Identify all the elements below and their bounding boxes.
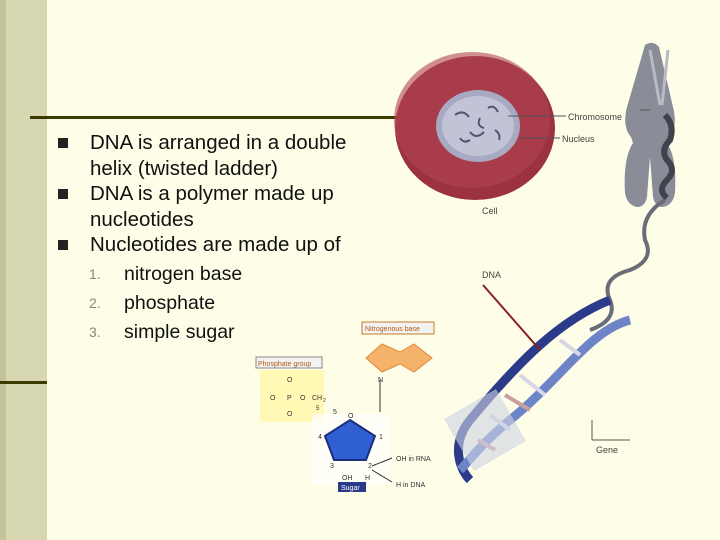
bullet-marker-icon (58, 138, 68, 148)
sublist-number: 1. (89, 265, 101, 282)
sugar-diagram: O OH H 4 1 3 2 5 Sugar OH in RNA H in DN… (312, 409, 431, 492)
svg-text:O: O (270, 395, 276, 402)
sublist-text: simple sugar (124, 320, 235, 343)
numbered-sublist: 1. nitrogen base 2. phosphate 3. simple … (58, 260, 348, 347)
sublist-item: 3. simple sugar (58, 318, 348, 347)
phosphate-group-diagram: Phosphate group O P O O CH 2 O 5 (255, 356, 326, 422)
svg-text:2: 2 (323, 398, 326, 404)
svg-text:O: O (287, 411, 293, 418)
svg-text:5: 5 (333, 409, 337, 416)
cell-label: Cell (482, 206, 498, 216)
sidebar-divider-line (0, 381, 47, 384)
bullet-text: DNA is a polymer made up nucleotides (90, 182, 334, 231)
svg-text:5: 5 (316, 406, 320, 412)
svg-text:O: O (287, 377, 293, 384)
dna-leader-line (482, 284, 541, 351)
sugar-label: Sugar (341, 485, 360, 492)
left-sidebar-accent (0, 0, 6, 540)
sublist-item: 1. nitrogen base (58, 260, 348, 289)
gene-label: Gene (596, 445, 618, 455)
svg-text:H: H (365, 475, 370, 482)
bullet-marker-icon (58, 189, 68, 199)
left-sidebar-band (0, 0, 47, 540)
nucleus-shape (436, 90, 520, 162)
nitrogen-atom-label: N (378, 377, 383, 384)
phosphate-group-label: Phosphate group (258, 361, 311, 368)
svg-text:3: 3 (330, 463, 334, 470)
svg-text:2: 2 (368, 463, 372, 470)
svg-text:1: 1 (379, 434, 383, 441)
nitrogenous-base-diagram: Nitrogenous base N (361, 321, 435, 384)
nucleus-label: Nucleus (562, 134, 595, 144)
cell-body (395, 56, 555, 200)
sublist-text: phosphate (124, 291, 216, 314)
h-in-dna-label: H in DNA (396, 482, 426, 489)
bullet-marker-icon (58, 240, 68, 250)
sublist-item: 2. phosphate (58, 289, 348, 318)
svg-text:OH: OH (342, 475, 353, 482)
svg-text:CH: CH (312, 395, 322, 402)
sublist-number: 3. (89, 323, 101, 340)
bullet-item: Nucleotides are made up of (58, 232, 348, 258)
bullet-item: DNA is a polymer made up nucleotides (58, 181, 348, 232)
oh-in-rna-label: OH in RNA (396, 456, 431, 463)
sublist-text: nitrogen base (124, 262, 243, 285)
bullet-text: DNA is arranged in a double helix (twist… (90, 131, 347, 180)
dna-helix (444, 295, 632, 484)
dna-coil (589, 198, 667, 332)
bullet-list: DNA is arranged in a double helix (twist… (58, 130, 348, 347)
svg-text:P: P (287, 395, 292, 402)
svg-text:4: 4 (318, 434, 322, 441)
sublist-number: 2. (89, 294, 101, 311)
bullet-text: Nucleotides are made up of (90, 233, 341, 256)
svg-text:O: O (300, 395, 306, 402)
chromosome-label: Chromosome (568, 112, 622, 122)
nitrogenous-base-label: Nitrogenous base (365, 326, 420, 333)
title-divider-line (30, 116, 400, 119)
bullet-item: DNA is arranged in a double helix (twist… (58, 130, 348, 181)
dna-label: DNA (482, 270, 501, 280)
svg-text:O: O (348, 413, 354, 420)
chromosome-shape (624, 42, 676, 207)
